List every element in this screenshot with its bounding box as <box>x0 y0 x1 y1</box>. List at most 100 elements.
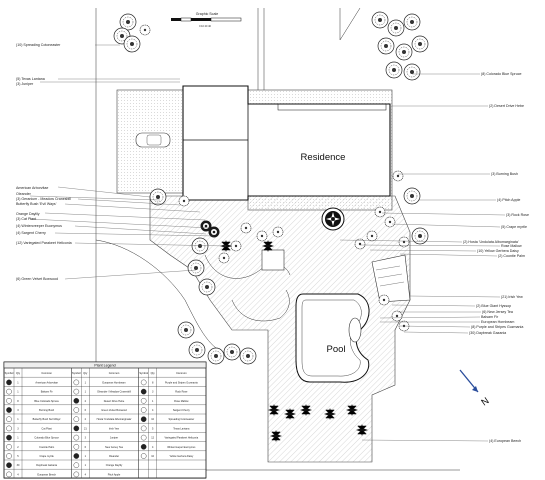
legend-symbol-icon <box>140 388 147 395</box>
legend-symbol-icon <box>140 425 147 432</box>
legend-symbol-icon <box>73 388 80 395</box>
legend-common-name: Texas Lantana <box>173 427 190 430</box>
legend-common-name: Cat Plant <box>42 427 53 430</box>
legend-qty: 1 <box>85 391 87 394</box>
label-rose-mallow: Rose Mallow <box>501 244 522 248</box>
legend-common-name: Pitch Apple <box>108 473 121 476</box>
legend-qty: 1 <box>17 381 19 384</box>
legend-symbol-icon <box>6 397 12 404</box>
compass-rose-icon <box>321 207 345 231</box>
label-hosta: (2) Hosta 'Undulata Albomarginata' <box>463 240 519 244</box>
legend-symbol-icon <box>6 425 12 432</box>
driveway-patio <box>116 89 184 194</box>
legend-symbol-icon <box>140 443 147 450</box>
legend-symbol-icon <box>73 416 80 423</box>
left-leader-lines <box>29 44 227 280</box>
legend-common-name: New Jersey Tea <box>105 446 123 449</box>
legend-header: Qty <box>151 371 156 375</box>
legend-qty: 30 <box>17 464 20 467</box>
legend-common-name: Burning Bush <box>39 409 55 412</box>
label-burning-bush: (3) Burning Bush <box>491 172 518 176</box>
label-cat-plant: (3) Cat Plant <box>16 217 36 221</box>
legend-symbol-icon <box>73 407 80 413</box>
legend-common-name: European Beech <box>37 473 56 476</box>
legend-common-name: Balsam Fir <box>41 391 53 394</box>
label-oleander: Oleander <box>16 192 32 196</box>
legend-qty: 2 <box>85 400 87 403</box>
legend-symbol-icon <box>6 462 12 469</box>
label-desert-drive-hebe: (2) Desert Drive Hebe <box>489 104 524 108</box>
legend-header: Symbol <box>72 371 81 375</box>
label-juniper: (3) Juniper <box>16 82 34 86</box>
car-icon <box>135 132 171 148</box>
legend-qty: 3 <box>17 427 19 430</box>
legend-symbol-icon <box>140 397 147 404</box>
legend-symbol-icon <box>140 434 147 441</box>
label-colorado-blue-spruce: (8) Colorado Blue Spruce <box>481 72 522 76</box>
label-butterfly-bush: Butterfly Bush 'Evil Ways' <box>16 202 57 206</box>
legend-qty: 3 <box>152 391 154 394</box>
legend-qty: 1 <box>85 464 87 467</box>
legend-common-name: Irish Yew <box>109 427 119 430</box>
legend-qty: 8 <box>17 400 19 403</box>
legend-common-name: Orange Daylily <box>106 464 123 467</box>
graphic-scale-label: Graphic Scale <box>196 12 219 16</box>
legend-symbol-icon <box>73 471 80 478</box>
label-guzmania: (8) Purple and Stripes Guzmania <box>471 325 523 329</box>
legend-common-name: Butterfly Bush 'Evil Ways' <box>33 418 62 421</box>
legend-symbol-icon <box>140 416 147 423</box>
legend-qty: 2 <box>85 418 87 421</box>
pool: Pool <box>295 293 370 383</box>
legend-symbol-icon <box>6 379 12 386</box>
north-arrow-icon: N <box>459 369 491 408</box>
legend-qty: 4 <box>152 409 154 412</box>
compass-mark: N <box>479 395 491 408</box>
legend-header: Qty <box>16 371 21 375</box>
right-leader-lines <box>339 73 506 442</box>
legend-title: Plant Legend <box>94 364 115 368</box>
legend-header: Common <box>109 371 120 375</box>
label-irish-yew: (21) Irish Yew <box>501 295 523 299</box>
legend-grid <box>3 367 206 479</box>
legend-common-name: Blue Colorado Spruce <box>34 400 59 403</box>
legend-symbol-icon <box>6 471 12 478</box>
pool-label: Pool <box>326 344 345 355</box>
legend-symbol-icon <box>6 407 12 413</box>
legend-qty: 4 <box>152 446 154 449</box>
legend-qty: 21 <box>84 427 87 430</box>
legend-common-name: Variegated Parakeet Heliconia <box>165 437 199 440</box>
graphic-scale: Graphic Scale 0 10 20 40 <box>171 12 242 28</box>
legend-symbol-icon <box>6 416 12 423</box>
label-pitch-apple: (4) Pitch Apple <box>497 198 520 202</box>
legend-common-name: Spreading Cotoneaster <box>168 418 194 421</box>
label-european-hornbeam: European Hornbeam <box>481 320 514 324</box>
legend-header: Common <box>41 371 52 375</box>
legend-common-name: Rock Rose <box>175 391 188 394</box>
legend-symbol-icon <box>73 443 80 450</box>
legend-header: Qty <box>83 371 88 375</box>
legend-qty: 1 <box>17 418 19 421</box>
legend-symbol-icon <box>73 434 80 441</box>
legend-common-name: Oleander / Meadow Cranesbill <box>97 391 131 394</box>
legend-symbol-icon <box>6 388 12 395</box>
residence-title: Residence <box>301 152 346 163</box>
legend-symbol-icon <box>6 443 12 450</box>
legend-common-name: Coontie Palm <box>39 446 54 449</box>
right-labels: (8) Colorado Blue Spruce (2) Desert Driv… <box>463 72 529 443</box>
label-european-beech: (4) European Beech <box>489 439 521 443</box>
legend-qty: 5 <box>152 427 154 430</box>
legend-common-name: Purple and Stripes Guzmania <box>165 381 198 384</box>
legend-common-name: Rose Mallow <box>174 400 189 403</box>
legend-symbol-icon <box>73 462 80 469</box>
legend-qty: 6 <box>85 409 87 412</box>
legend-common-name: Green Velvet Boxwood <box>101 409 127 412</box>
legend-common-name: American Arborvitae <box>35 381 58 384</box>
legend-qty: 3 <box>17 409 19 412</box>
label-blue-giant-hyssop: (2) Blue Giant Hyssop <box>476 304 511 308</box>
legend-qty: 1 <box>17 437 19 440</box>
legend-header: Common <box>176 371 187 375</box>
legend-symbol-icon <box>140 379 147 386</box>
scale-numbers: 0 10 20 40 <box>199 25 211 28</box>
